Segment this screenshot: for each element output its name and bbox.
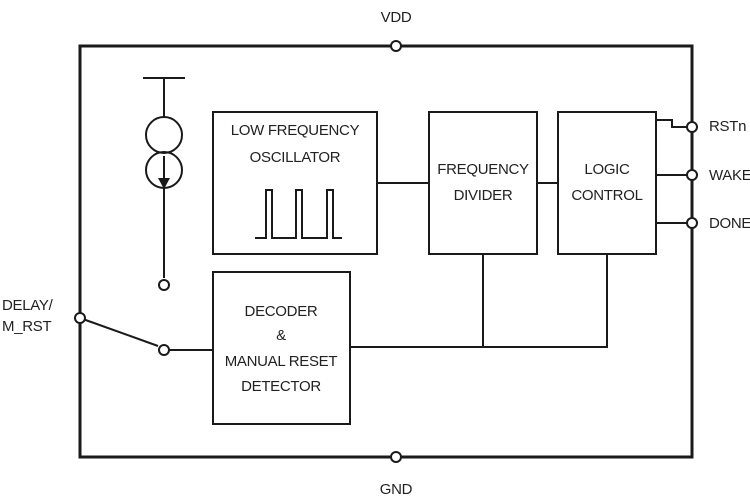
wake-label: WAKE bbox=[709, 167, 750, 184]
switch-contact-top bbox=[158, 279, 170, 291]
wake-pin bbox=[686, 169, 698, 181]
done-pin bbox=[686, 217, 698, 229]
rstn-label: RSTn bbox=[709, 118, 746, 135]
done-label: DONE bbox=[709, 215, 750, 232]
logic-block bbox=[557, 111, 657, 255]
decoder-title-2: & bbox=[276, 327, 286, 344]
gnd-label: GND bbox=[380, 481, 413, 498]
vdd-label: VDD bbox=[381, 9, 412, 26]
square-wave-icon bbox=[255, 189, 342, 239]
oscillator-title-2: OSCILLATOR bbox=[250, 149, 341, 166]
decoder-title-3: MANUAL RESET bbox=[225, 353, 338, 370]
gnd-pin bbox=[390, 451, 402, 463]
mrst-label: M_RST bbox=[2, 318, 51, 335]
vdd-pin bbox=[390, 40, 402, 52]
delay-label: DELAY/ bbox=[2, 297, 54, 314]
divider-block bbox=[428, 111, 538, 255]
logic-title-2: CONTROL bbox=[571, 187, 642, 204]
decoder-title-4: DETECTOR bbox=[241, 378, 321, 395]
logic-title-1: LOGIC bbox=[584, 161, 630, 178]
current-source-icon bbox=[143, 77, 185, 278]
decoder-bus-wire bbox=[350, 254, 608, 348]
rstn-wire bbox=[656, 119, 692, 128]
oscillator-title-1: LOW FREQUENCY bbox=[231, 122, 360, 139]
switch-contact-bottom bbox=[158, 344, 170, 356]
switch-icon bbox=[74, 312, 159, 347]
divider-title-1: FREQUENCY bbox=[437, 161, 529, 178]
decoder-block bbox=[212, 271, 351, 425]
divider-title-2: DIVIDER bbox=[454, 187, 513, 204]
chip-outline bbox=[78, 44, 694, 459]
rstn-pin bbox=[686, 121, 698, 133]
decoder-title-1: DECODER bbox=[245, 303, 318, 320]
